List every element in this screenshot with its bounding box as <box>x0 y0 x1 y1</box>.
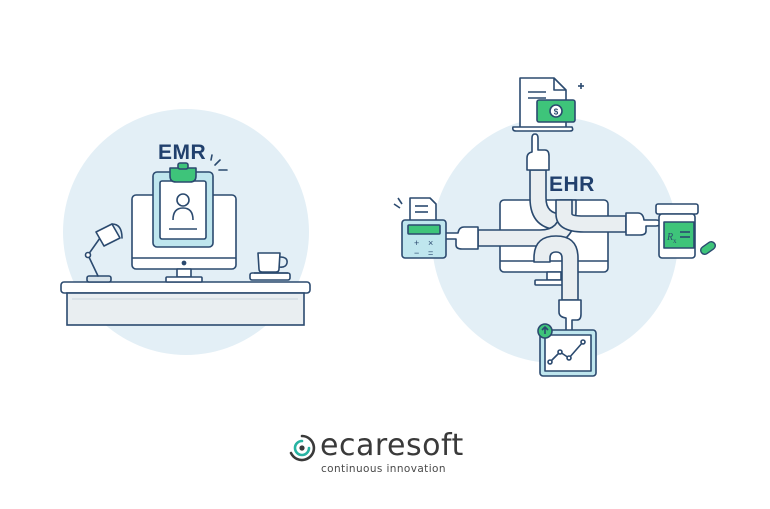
svg-text:R: R <box>666 232 673 243</box>
invoice-dollar-icon: $ <box>512 77 584 132</box>
ehr-scene: $ + × − = R x <box>393 77 716 377</box>
trend-chart-icon <box>537 323 597 377</box>
calculator-icon: + × − = <box>393 197 447 259</box>
coffee-cup-icon <box>249 252 291 281</box>
ehr-label: EHR <box>549 173 595 196</box>
svg-text:x: x <box>673 237 677 245</box>
svg-text:$: $ <box>554 108 559 117</box>
clipboard-icon <box>152 162 214 248</box>
svg-text:−: − <box>414 248 419 258</box>
svg-text:=: = <box>428 248 433 258</box>
emr-scene <box>60 109 311 355</box>
svg-text:×: × <box>428 238 433 248</box>
brand-logo: ecaresoft continuous innovation <box>288 428 488 478</box>
brand-name: ecaresoft <box>320 428 464 463</box>
brand-tagline: continuous innovation <box>321 463 446 475</box>
ecaresoft-logo-icon <box>289 434 316 462</box>
desk-icon <box>60 281 311 326</box>
desk-lamp-icon <box>84 223 123 283</box>
ehr-arms <box>477 169 627 301</box>
svg-text:+: + <box>414 238 419 248</box>
pill-icon <box>700 241 716 255</box>
emr-label: EMR <box>158 141 207 164</box>
prescription-bottle-icon: R x <box>655 203 699 259</box>
sparkle-icon <box>210 154 228 171</box>
